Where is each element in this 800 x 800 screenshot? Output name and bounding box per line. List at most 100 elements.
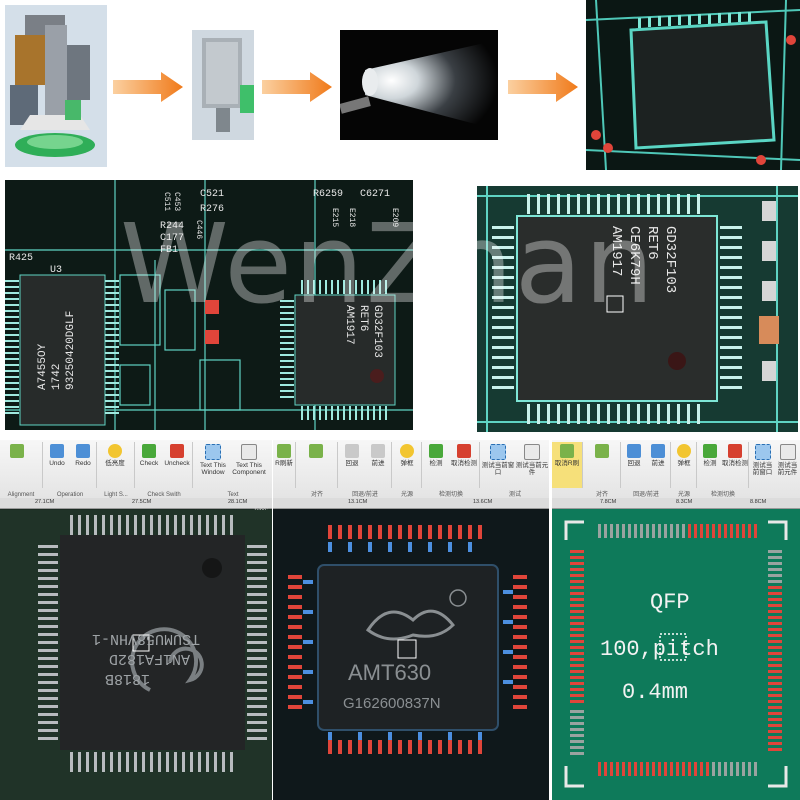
ruler-mark: 27.1CM	[35, 499, 55, 505]
toolbar-group-label: 对齐	[310, 492, 323, 498]
toolbar-group-label: Operation	[56, 492, 84, 498]
board-label: E209	[390, 208, 399, 227]
undo-button[interactable]: 回退	[339, 444, 365, 467]
board-label: C177	[160, 233, 184, 244]
close-icon	[728, 444, 742, 458]
ruler-mark: 13.1CM	[348, 499, 368, 505]
toolbar-group-label: 对齐	[595, 492, 608, 498]
ruler: 7.8CM 8.3CM 8.8CM	[552, 498, 800, 509]
arrow-3	[508, 72, 578, 102]
test-window-button[interactable]: 测试当前窗口	[750, 444, 775, 476]
toolbar-group-label: Alignment	[7, 492, 35, 498]
undo-button[interactable]: 回退	[622, 444, 646, 467]
toolbar-group-label: 测试	[508, 492, 521, 498]
redo-button[interactable]: 前进	[365, 444, 391, 467]
test-component-button[interactable]: Text This Component	[232, 444, 266, 476]
toolbar-group-label: Light S...	[104, 492, 128, 498]
board-label: R276	[200, 204, 224, 215]
light-image	[340, 30, 498, 140]
uncheck-button[interactable]: Uncheck	[164, 444, 190, 467]
component-icon	[524, 444, 540, 460]
component-icon	[779, 444, 796, 460]
component-icon	[241, 444, 257, 460]
check-button[interactable]: 检测	[698, 444, 722, 467]
pcb-result-image	[586, 0, 800, 170]
board-label: C511	[162, 192, 171, 211]
toolbar: Alignment Operation Undo Redo Light S...…	[0, 440, 272, 499]
chip-marking: AMT630	[348, 660, 431, 685]
test-window-button[interactable]: 测试当前窗口	[481, 444, 515, 476]
undo-button[interactable]: Undo	[44, 444, 70, 467]
chip-marking: 1742	[51, 364, 63, 390]
arrow-1	[113, 72, 183, 102]
check-icon	[142, 444, 156, 458]
close-icon	[170, 444, 184, 458]
redo-button[interactable]: Redo	[70, 444, 96, 467]
ruler: 13.1CM 13.6CM	[273, 498, 549, 509]
chip-marking: RET6	[644, 226, 660, 260]
toolbar-group-label: 光源	[677, 492, 690, 498]
board-label: C453	[172, 192, 181, 211]
check-icon	[703, 444, 717, 458]
test-window-button[interactable]: Text This Window	[196, 444, 230, 476]
toolbar: R刷新 对齐 回退/前进 回退 前进 光源弹框 检测切换 检测 取消检测 测试 …	[273, 440, 549, 499]
chip-marking: RET6	[357, 305, 369, 331]
window-icon	[205, 444, 221, 460]
uncheck-button[interactable]: 取消检测	[451, 444, 477, 467]
ruler: 27.1CM 27.5CM 28.1CM	[0, 498, 272, 509]
bulb-icon	[108, 444, 122, 458]
chip-marking: 1818B	[105, 670, 150, 687]
toolbar-group-label: 检测切换	[710, 492, 735, 498]
alignment-icon[interactable]	[303, 444, 329, 460]
board-label: C446	[194, 220, 203, 239]
window-icon	[490, 444, 506, 460]
alignment-icon[interactable]	[589, 444, 615, 460]
chip-marking: CE6K79H	[626, 226, 642, 285]
cancel-refresh-button[interactable]: 取消R刷	[554, 444, 580, 467]
test-component-button[interactable]: 测试当前元件	[775, 444, 800, 476]
board-label: R244	[160, 221, 184, 232]
light-button[interactable]: 弹框	[672, 444, 696, 467]
check-icon	[429, 444, 443, 458]
pcb-board-image: C521 R276 C511 C453 R244 C446 C177 FB1 R…	[5, 180, 413, 430]
board-label: C521	[200, 189, 224, 200]
redo-icon	[651, 444, 665, 458]
ruler-mark: 27.5CM	[132, 499, 152, 505]
check-button[interactable]: 检测	[423, 444, 449, 467]
board-label: R425	[9, 253, 33, 264]
chip-marking: A7455OY	[37, 343, 49, 390]
undo-icon	[345, 444, 359, 458]
arrow-2	[262, 72, 332, 102]
light-button[interactable]: 低亮度	[102, 444, 128, 467]
toolbar-group-label: 光源	[400, 492, 413, 498]
ruler-mark: 13.6CM	[473, 499, 493, 505]
uncheck-button[interactable]: 取消检测	[722, 444, 748, 467]
inspection-window-2: R刷新 对齐 回退/前进 回退 前进 光源弹框 检测切换 检测 取消检测 测试 …	[273, 440, 549, 800]
toolbar-group-label: Check Swith	[147, 492, 181, 498]
ruler-mark: 8.3CM	[676, 499, 693, 505]
toolbar-group-label: 回退/前进	[633, 492, 659, 498]
bulb-icon	[400, 444, 414, 458]
qfp-text-line: QFP	[650, 590, 690, 615]
light-button[interactable]: 弹框	[394, 444, 420, 467]
alignment-icon[interactable]	[4, 444, 30, 460]
chip-marking: 93250420DGLF	[65, 311, 77, 390]
test-component-button[interactable]: 测试当前元件	[515, 444, 549, 476]
refresh-button[interactable]: R刷新	[273, 444, 295, 467]
close-icon	[457, 444, 471, 458]
camera-image	[192, 30, 254, 140]
board-label: C6271	[360, 189, 390, 200]
window-icon	[754, 444, 771, 460]
board-label: U3	[50, 265, 62, 276]
redo-button[interactable]: 前进	[646, 444, 670, 467]
toolbar-group-label: Text	[227, 492, 239, 498]
qfp-text-line: 0.4mm	[622, 680, 688, 705]
board-label: E215	[330, 208, 339, 227]
chip-marking: TSUMU58VHN-1	[92, 630, 200, 647]
ruler-mark: 7.8CM	[600, 499, 617, 505]
chip-marking: GD32F103	[662, 226, 678, 293]
undo-icon	[50, 444, 64, 458]
toolbar-group-label: 回退/前进	[352, 492, 378, 498]
inspection-window-1: Alignment Operation Undo Redo Light S...…	[0, 440, 272, 800]
check-button[interactable]: Check	[136, 444, 162, 467]
